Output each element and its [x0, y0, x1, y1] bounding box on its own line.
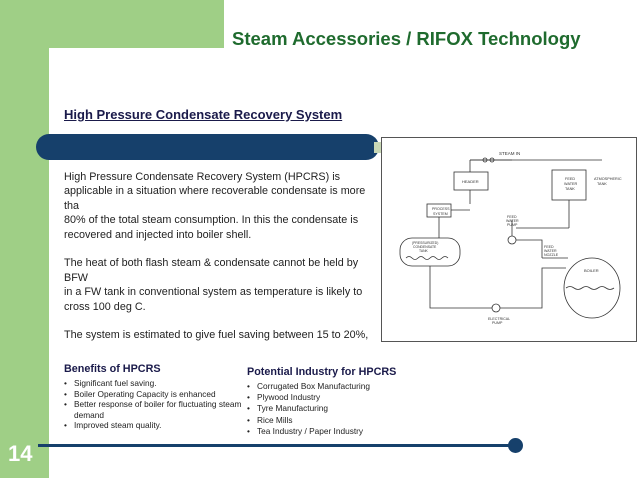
section-subtitle: High Pressure Condensate Recovery System: [64, 107, 343, 122]
industry-heading: Potential Industry for HPCRS: [247, 366, 397, 378]
process-diagram: STEAM IN HEADER PROCESS SYSTEM (PRESSURI…: [381, 137, 637, 342]
list-item: Plywood Industry: [247, 392, 457, 403]
feed-water-pump-label-1: FEED: [507, 215, 517, 219]
page-number: 14: [8, 441, 33, 466]
feed-water-tank-label-1: FEED: [565, 177, 575, 181]
body-paragraph-2: The heat of both flash steam & condensat…: [64, 257, 363, 313]
feed-water-tank-label-3: TANK: [565, 187, 575, 191]
list-item: Rice Mills: [247, 415, 457, 426]
process-diagram-svg: STEAM IN HEADER PROCESS SYSTEM (PRESSURI…: [399, 151, 622, 325]
header-box: [453, 171, 489, 191]
list-item: Tea Industry / Paper Industry: [247, 426, 457, 437]
feed-nozzle-label-2: WATER: [544, 249, 557, 253]
divider-bar: [49, 134, 379, 160]
feed-water-pump-label-2: WATER: [506, 219, 519, 223]
list-item: Tyre Manufacturing: [247, 403, 457, 414]
system-label: SYSTEM: [433, 212, 448, 216]
benefits-section: Benefits of HPCRS Significant fuel savin…: [64, 363, 264, 431]
list-item: Improved steam quality.: [64, 420, 264, 431]
list-item: Boiler Operating Capacity is enhanced: [64, 389, 264, 400]
body-paragraph-1: High Pressure Condensate Recovery System…: [64, 171, 366, 241]
divider-bar-tick: [374, 142, 382, 153]
pressurized-tank-label-1: (PRESSURIZED): [412, 241, 438, 245]
list-item: Significant fuel saving.: [64, 378, 264, 389]
feed-water-pump-label-3: PUMP: [507, 223, 518, 227]
process-label: PROCESS: [432, 207, 450, 211]
atmospheric-tank-label-1: ATMOSPHERIC: [594, 177, 622, 181]
body-text: High Pressure Condensate Recovery System…: [64, 170, 376, 342]
boiler-label: BOILER: [584, 268, 599, 273]
footer-line: [38, 444, 516, 447]
footer-dot: [508, 438, 523, 453]
benefits-list: Significant fuel saving. Boiler Operatin…: [64, 378, 264, 431]
atmospheric-tank-label-2: TANK: [597, 182, 607, 186]
header-label: HEADER: [462, 179, 479, 184]
electrical-pump-label-1: ELECTRICAL: [488, 317, 510, 321]
body-paragraph-3: The system is estimated to give fuel sav…: [64, 329, 369, 342]
industry-list: Corrugated Box Manufacturing Plywood Ind…: [247, 381, 457, 437]
industry-section: Potential Industry for HPCRS Corrugated …: [247, 366, 457, 437]
feed-water-tank-label-2: WATER: [564, 182, 578, 186]
list-item: Corrugated Box Manufacturing: [247, 381, 457, 392]
electrical-pump-label-2: PUMP: [492, 321, 503, 325]
steam-in-label: STEAM IN: [499, 151, 520, 156]
benefits-heading: Benefits of HPCRS: [64, 363, 161, 375]
electrical-pump-icon: [491, 303, 501, 313]
boiler: [563, 257, 621, 319]
pressurized-tank-label-3: TANK: [419, 249, 429, 253]
feed-water-pump-icon: [507, 235, 517, 245]
feed-nozzle-label-3: NOZZLE: [544, 253, 559, 257]
list-item: Better response of boiler for fluctuatin…: [64, 399, 264, 420]
feed-nozzle-label-1: FEED: [544, 245, 554, 249]
top-accent-band: [49, 0, 224, 48]
left-accent-band: [0, 0, 49, 478]
slide-title: Steam Accessories / RIFOX Technology: [232, 28, 581, 49]
pressurized-tank-label-2: CONDENSATE: [413, 245, 437, 249]
